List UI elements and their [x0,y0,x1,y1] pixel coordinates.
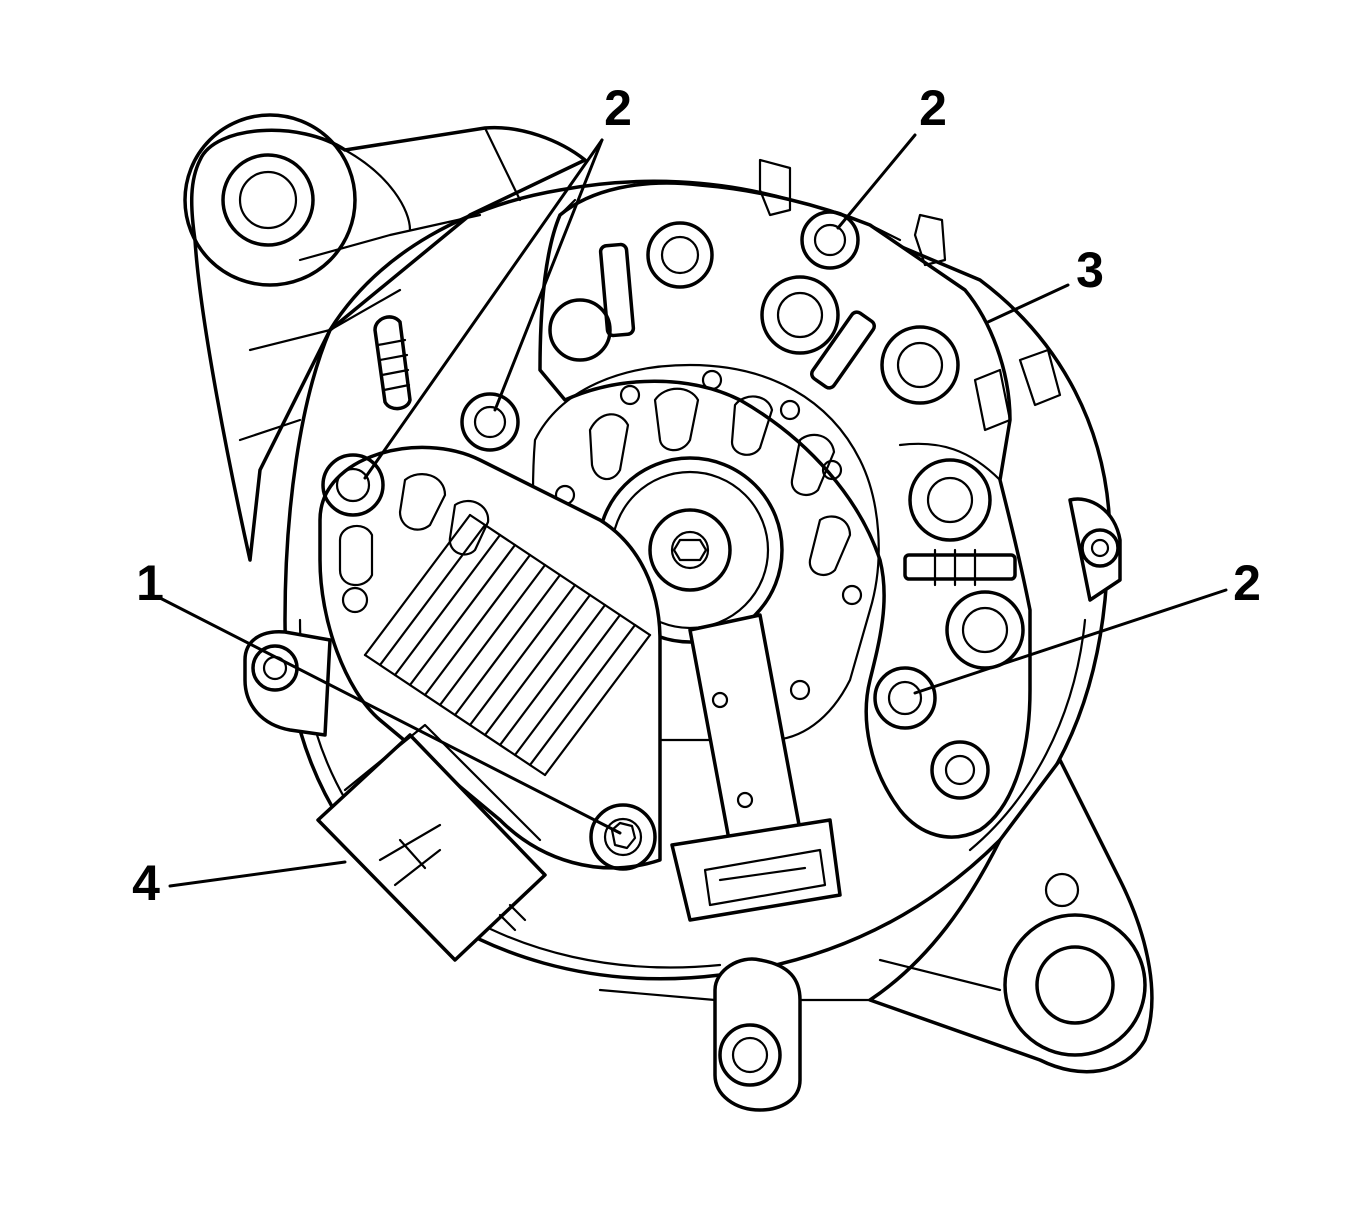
right-side-tab [1068,497,1122,602]
callout-2-top-left: 2 [604,80,632,136]
screw-top-right [800,210,860,270]
screw-top-left [321,453,385,517]
callout-2-top-right: 2 [919,80,947,136]
callout-4: 4 [132,855,160,911]
leader-1 [158,596,622,835]
output-stud [373,315,412,411]
lower-mounting-ear [868,758,1154,1074]
leader-3 [986,283,1070,324]
upper-mounting-ear [183,113,587,562]
leader-lines [158,133,1228,888]
regulator-connector [316,723,547,962]
leader-2b [836,133,917,230]
callout-labels: 1 2 2 2 3 4 [132,80,1261,911]
callout-3: 3 [1076,242,1104,298]
center-plate [531,363,880,922]
leader-4 [168,860,347,888]
leader-2a-right [493,138,604,412]
callout-1: 1 [136,555,164,611]
voltage-regulator [318,445,662,871]
bottom-tab [598,957,872,1112]
leader-2c [913,588,1228,695]
leader-2a-left [363,138,604,480]
callout-2-right: 2 [1233,555,1261,611]
screw-right [873,666,937,730]
screw-top-middle [460,392,520,452]
